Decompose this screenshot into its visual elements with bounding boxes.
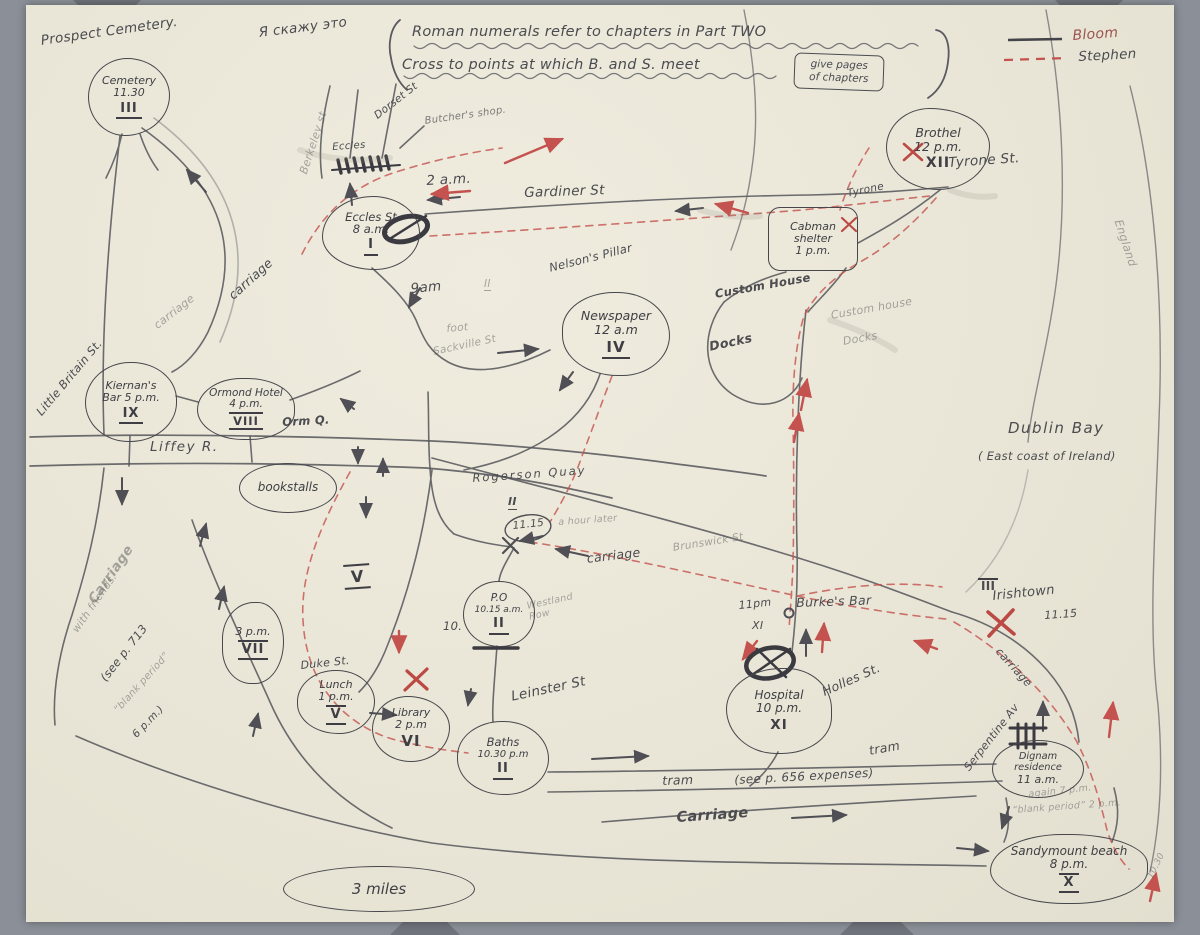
legend-lines [1003, 37, 1069, 62]
label-tram-mid: tram [661, 771, 694, 788]
node-line: 10.15 a.m. [474, 605, 524, 616]
node-newspaper: Newspaper 12 a.m IV [562, 292, 670, 376]
node-line: Cabman [790, 219, 836, 233]
node-line: Brothel [915, 124, 961, 140]
roman-numeral: XII [925, 154, 951, 171]
label-liffey-river: Liffey R. [150, 439, 219, 455]
roman-numeral-v-street: V [343, 563, 372, 590]
roman-numeral: V [326, 704, 346, 725]
header-note-line1: Roman numerals refer to chapters in Part… [412, 24, 767, 40]
node-line: Dignam [1018, 750, 1058, 762]
roman-numeral: X [1059, 872, 1079, 894]
label-9am: 9am [409, 278, 443, 297]
node-line: 1 p.m. [318, 690, 354, 704]
label-numeral-iii-irishtown: III [978, 578, 999, 594]
label-2am: 2 a.m. [425, 170, 472, 189]
node-line: Library [391, 705, 431, 719]
node-line: Lunch [319, 678, 353, 692]
node-line: P.O [490, 592, 508, 605]
node-line: shelter [793, 231, 833, 245]
node-lunch: Lunch 1 p.m. V [297, 670, 375, 734]
node-brothel: Brothel 12 p.m. XII [886, 108, 990, 190]
node-line: Sandymount beach [1010, 843, 1128, 858]
node-line: bookstalls [257, 480, 319, 495]
coastline [730, 9, 1162, 873]
node-sandymount-beach: Sandymount beach 8 p.m. X [990, 834, 1148, 904]
node-line: 1 p.m. [795, 244, 831, 258]
label-eccles-small: Eccles [332, 139, 366, 153]
roman-numeral: II [489, 616, 509, 635]
node-cemetery: Cemetery 11.30 III [88, 58, 170, 136]
roman-numeral: XI [770, 716, 788, 733]
node-line: 11 a.m. [1017, 772, 1059, 786]
label-numeral-ii-street: II [484, 278, 491, 292]
node-ormond-hotel: Ormond Hotel 4 p.m. VIII [197, 378, 295, 440]
node-line: 3 miles [351, 879, 407, 898]
node-line: 10.30 p.m [477, 749, 529, 761]
label-burkes-bar: Burke's Bar [795, 592, 872, 610]
node-3pm-vii: 3 p.m. VII [222, 602, 284, 684]
label-ormond-quay: Orm Q. [281, 412, 331, 429]
node-line: Ormond Hotel [209, 386, 283, 399]
roman-numeral: III [116, 101, 142, 119]
small-circles [504, 514, 795, 619]
node-line: 8 a.m. [352, 222, 390, 237]
label-10-prefix: 10. [443, 619, 463, 633]
node-line: 4 p.m. [229, 398, 263, 411]
roman-numeral: VIII [229, 412, 263, 431]
roman-numeral: II [493, 761, 513, 780]
boxed-note-give-pages: give pages of chapters [793, 52, 885, 92]
roman-numeral: VII [237, 639, 269, 660]
pencil-smudges [297, 147, 998, 353]
node-eccles-st: Eccles St 8 a.m. I [322, 196, 420, 270]
roman-numeral: IX [118, 406, 144, 424]
node-cabman-shelter: Cabman shelter 1 p.m. [768, 207, 858, 271]
river-liffey [29, 434, 767, 499]
label-xi-burkes: XI [752, 619, 764, 632]
node-line: Bar 5 p.m. [102, 391, 160, 405]
node-baths: Baths 10.30 p.m II [457, 721, 549, 795]
node-post-office: P.O 10.15 a.m. II [463, 581, 535, 647]
label-numeral-ii-quay: II [508, 495, 517, 510]
node-line: 2 p.m [395, 718, 427, 732]
node-line: Newspaper [580, 308, 652, 324]
node-line: 11.30 [113, 86, 145, 100]
node-bookstalls: bookstalls [239, 463, 337, 513]
label-1115-irishtown: 11.15 [1043, 606, 1078, 622]
label-gardiner-st: Gardiner St [523, 182, 605, 201]
roman-numeral: VI [401, 732, 421, 751]
label-east-coast: ( East coast of Ireland) [978, 449, 1116, 463]
node-line: Cemetery [101, 74, 157, 88]
node-line: Kiernan's [105, 379, 157, 393]
eccles-house-marks [331, 154, 401, 175]
roman-numeral: IV [602, 338, 630, 359]
legend-bloom-label: Bloom [1072, 24, 1119, 44]
node-line: 12 p.m. [914, 138, 962, 154]
node-kiernans-bar: Kiernan's Bar 5 p.m. IX [85, 362, 177, 442]
label-foot: foot [446, 321, 469, 335]
arrows-red [390, 137, 1161, 903]
node-line: Baths [486, 735, 520, 750]
node-line: 10 p.m. [755, 701, 803, 716]
roman-numeral: I [364, 237, 378, 256]
arrows-black [115, 168, 1050, 857]
node-library: Library 2 p.m VI [372, 696, 450, 762]
header-note-line2: Cross to points at which B. and S. meet [402, 57, 700, 73]
node-dignam-residence: Dignam residence 11 a.m. [992, 740, 1084, 798]
label-dublin-bay: Dublin Bay [1008, 419, 1105, 437]
node-line: Hospital [754, 687, 804, 702]
node-line: residence [1014, 761, 1062, 773]
brackets-and-underlines [388, 19, 950, 99]
node-hospital: Hospital 10 p.m. XI [726, 668, 832, 754]
node-line: 12 a.m [594, 322, 638, 338]
legend-stephen-label: Stephen [1077, 45, 1137, 65]
node-line: 8 p.m. [1049, 857, 1089, 872]
node-line: Eccles St [345, 209, 397, 224]
scale-note: 3 miles [283, 866, 475, 912]
node-line: 3 p.m. [235, 625, 271, 639]
